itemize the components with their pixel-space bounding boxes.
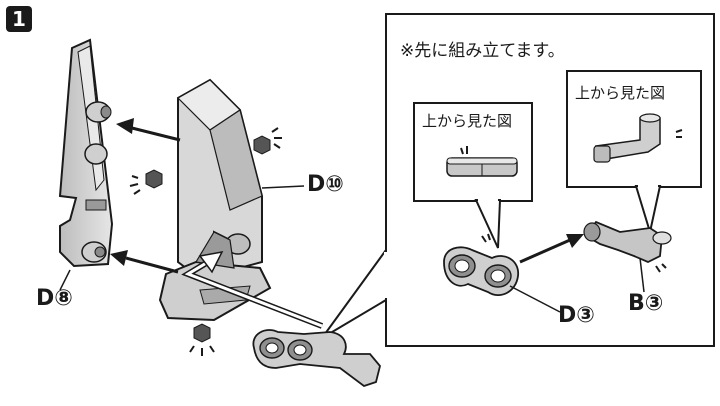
b3-marker: [655, 263, 667, 273]
top-view-label-1: 上から見た図: [422, 112, 513, 130]
view-marker-2: [675, 129, 683, 138]
d3-part: [443, 246, 561, 313]
cube-marker-bottom: [189, 323, 215, 356]
arrow-d10-to-d8-upper: [116, 118, 181, 142]
callout-arrow: [519, 234, 584, 264]
arrow-d10-to-d8-lower: [110, 250, 179, 274]
cube-marker-left: [129, 169, 163, 195]
cube-marker-right-upper: [253, 127, 282, 155]
top-view-box-1: [413, 102, 533, 249]
b3-part: [583, 220, 672, 293]
part-label-d10: D⑩: [307, 172, 344, 197]
b3-top-view-part: [593, 113, 661, 163]
assembled-d3-b3-part: [252, 329, 381, 388]
top-view-label-2: 上から見た図: [575, 84, 666, 102]
pre-assembly-note: ※先に組み立てます。: [400, 41, 565, 61]
part-label-b3: B③: [628, 291, 664, 316]
part-label-d3: D③: [558, 303, 595, 328]
d3-marker: [481, 233, 491, 243]
d3-top-view-part: [446, 157, 518, 177]
part-label-d8: D⑧: [36, 286, 73, 311]
arrow-into-d10: [181, 250, 324, 329]
top-view-box-2: [566, 70, 702, 236]
step-number-badge: 1: [6, 6, 32, 32]
d10-part: [158, 78, 305, 322]
view-marker-1: [460, 146, 468, 155]
d8-part: [58, 38, 114, 291]
